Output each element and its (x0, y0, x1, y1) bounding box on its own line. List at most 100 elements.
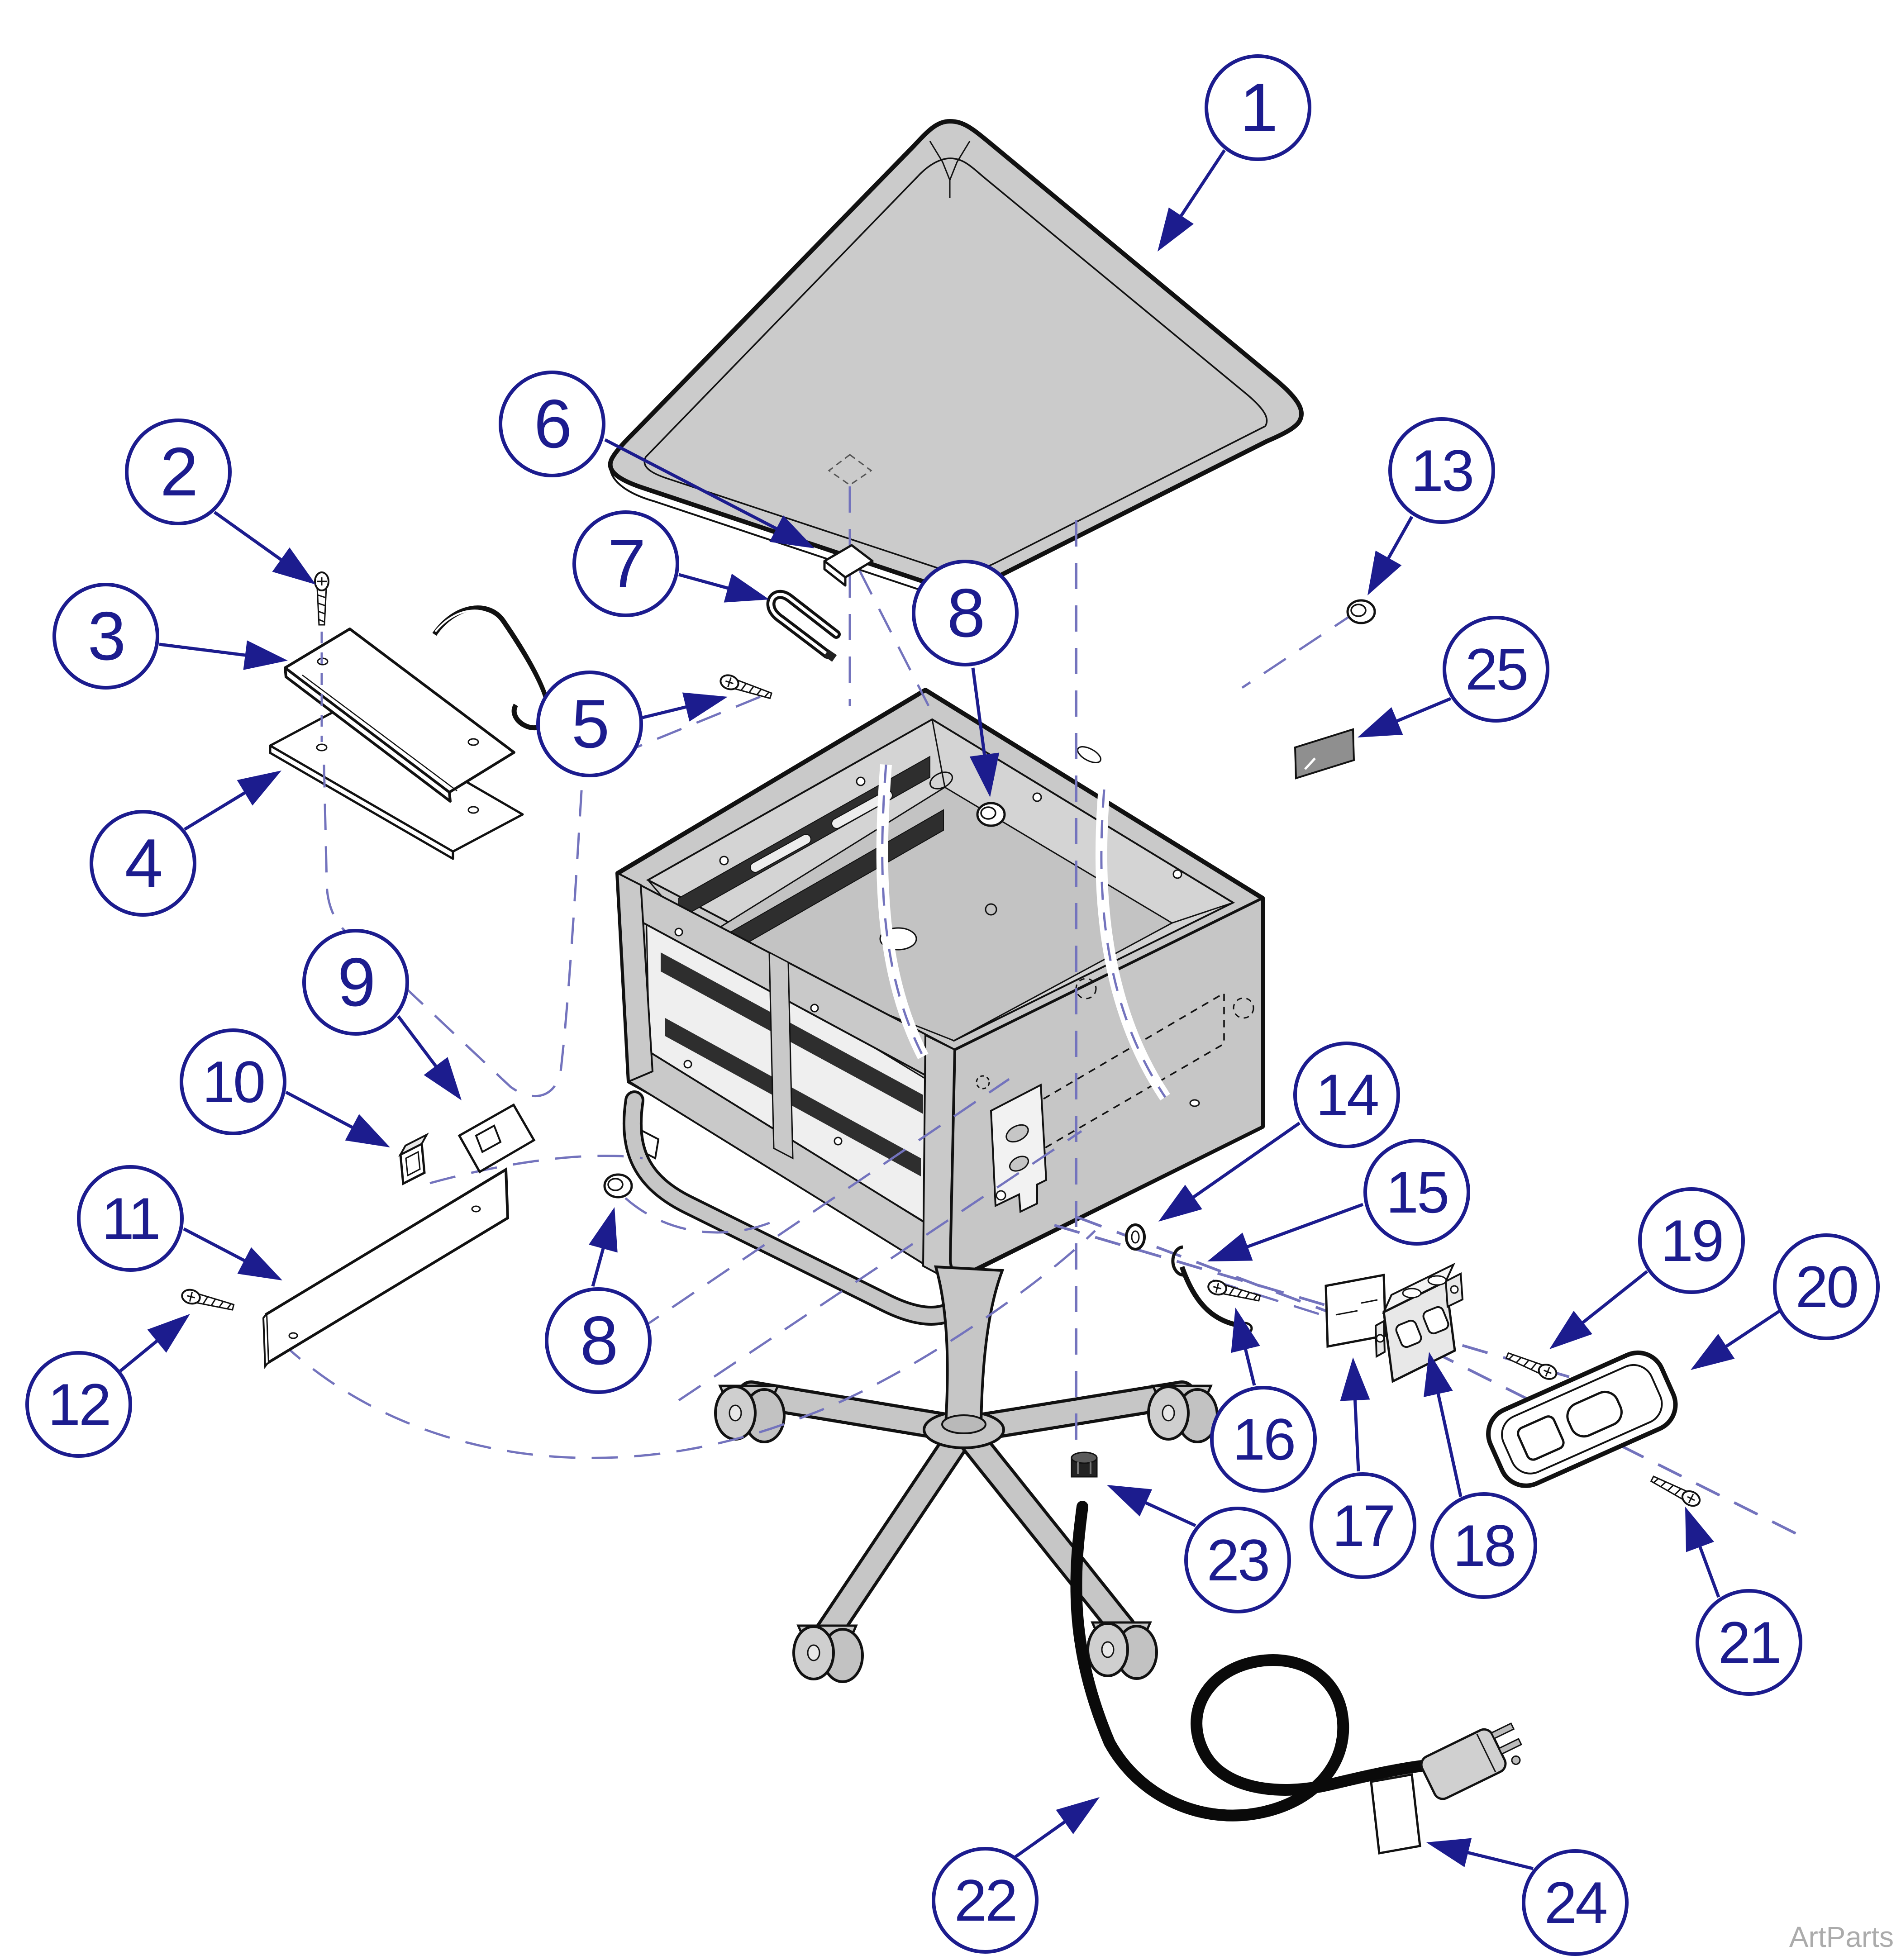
callout-number: 11 (101, 1185, 161, 1251)
cabinet-left-face (616, 871, 956, 1282)
gasket-part6 (823, 544, 874, 587)
callout-20: 20 (1773, 1233, 1880, 1340)
heater-plate-assembly (269, 605, 551, 860)
callout-13: 13 (1388, 417, 1495, 524)
callout-arrowhead-10 (345, 1114, 390, 1147)
callout-9: 9 (302, 929, 409, 1036)
callout-5: 5 (536, 671, 643, 777)
foot-nut-part23 (1071, 1451, 1098, 1478)
callout-arrow-line-8 (971, 667, 988, 771)
callout-number: 6 (534, 385, 572, 462)
cabinet-body (615, 688, 1265, 1282)
callout-19: 19 (1638, 1187, 1745, 1294)
callout-arrow-line-6 (604, 438, 791, 538)
callout-arrowhead-15 (1207, 1232, 1253, 1261)
label-part25 (1294, 728, 1355, 780)
callout-arrowhead-8 (969, 752, 1000, 797)
callout-number: 13 (1410, 438, 1475, 504)
callout-number: 24 (1544, 1870, 1608, 1936)
callout-number: 8 (580, 1302, 619, 1379)
callout-arrow-line-3 (159, 642, 261, 659)
callout-number: 23 (1206, 1527, 1271, 1593)
callout-arrow-line-2 (213, 511, 295, 570)
callout-arrowhead-7 (724, 573, 769, 603)
callout-number: 1 (1239, 69, 1278, 146)
plate-3 (284, 628, 515, 803)
callout-24: 24 (1522, 1849, 1629, 1956)
callout-arrowhead-23 (1107, 1485, 1153, 1517)
callout-arrowhead-1 (1158, 207, 1194, 252)
callout-16: 16 (1210, 1386, 1317, 1493)
power-plug (1420, 1722, 1522, 1800)
callout-number: 10 (202, 1049, 266, 1115)
slide-bracket (990, 1083, 1048, 1213)
power-inlet-part18 (1374, 1262, 1464, 1383)
callout-2: 2 (125, 419, 232, 525)
callout-11: 11 (77, 1165, 184, 1272)
callout-arrowhead-6 (769, 515, 815, 548)
callout-arrowhead-21 (1685, 1507, 1714, 1552)
callout-25: 25 (1443, 616, 1549, 723)
callout-22: 22 (932, 1847, 1039, 1954)
callout-arrowhead-5 (682, 692, 728, 722)
watermark: ArtParts (1789, 1921, 1894, 1953)
power-cord-assembly (1070, 1501, 1522, 1855)
plate-4 (269, 707, 524, 860)
callout-arrowhead-16 (1231, 1308, 1260, 1353)
callout-number: 14 (1315, 1062, 1380, 1128)
callout-number: 19 (1660, 1208, 1725, 1274)
callout-number: 21 (1718, 1609, 1782, 1675)
cord-tag (1370, 1773, 1421, 1855)
callout-8-8: 8 (545, 1287, 652, 1394)
callout-arrow-line-14 (1180, 1122, 1301, 1208)
callout-23: 23 (1184, 1507, 1291, 1613)
callout-number: 16 (1232, 1406, 1296, 1472)
callout-arrowhead-12 (147, 1314, 190, 1353)
callout-arrowhead-14 (1158, 1185, 1202, 1222)
cable-routing-channels (876, 764, 1170, 1101)
pin-part7 (766, 590, 841, 662)
callout-arrowhead-24 (1426, 1838, 1472, 1867)
callout-arrowhead-13 (1367, 551, 1402, 595)
pedestal-base (715, 1265, 1217, 1682)
callout-15: 15 (1363, 1139, 1470, 1246)
callout-arrowhead-22 (1056, 1797, 1100, 1834)
callout-arrowhead-18 (1424, 1352, 1453, 1397)
callout-6: 6 (499, 371, 605, 477)
small-parts (179, 544, 1703, 1510)
insulator-part17 (1325, 1274, 1387, 1348)
callout-1: 1 (1205, 54, 1311, 161)
power-cord (1070, 1501, 1431, 1822)
callout-12: 12 (25, 1351, 132, 1458)
callout-arrowhead-8 (589, 1207, 618, 1253)
callout-arrowhead-9 (424, 1057, 462, 1100)
callout-17: 17 (1310, 1472, 1416, 1579)
callout-arrow-line-19 (1569, 1270, 1648, 1334)
callout-number: 22 (954, 1867, 1018, 1933)
callout-number: 12 (48, 1371, 112, 1437)
callout-number: 17 (1332, 1493, 1396, 1559)
switch-part10 (398, 1132, 429, 1185)
callout-number: 15 (1386, 1159, 1450, 1225)
callout-arrowhead-2 (272, 547, 316, 585)
callout-number: 8 (947, 575, 986, 652)
callout-3: 3 (52, 583, 159, 690)
callout-number: 4 (124, 825, 163, 902)
callout-21: 21 (1696, 1589, 1802, 1696)
callout-18: 18 (1430, 1492, 1537, 1599)
callout-number: 7 (607, 525, 646, 602)
callout-number: 9 (337, 944, 376, 1021)
callout-4: 4 (90, 810, 196, 917)
callout-number: 5 (571, 685, 610, 762)
callout-10: 10 (180, 1028, 286, 1135)
callout-arrow-line-18 (1433, 1378, 1463, 1497)
callout-arrow-line-15 (1232, 1203, 1364, 1254)
callout-number: 18 (1453, 1513, 1517, 1579)
callout-arrowhead-19 (1549, 1311, 1592, 1349)
heater-cable (432, 605, 551, 730)
callout-number: 25 (1465, 636, 1529, 702)
callout-arrowhead-17 (1340, 1357, 1370, 1401)
